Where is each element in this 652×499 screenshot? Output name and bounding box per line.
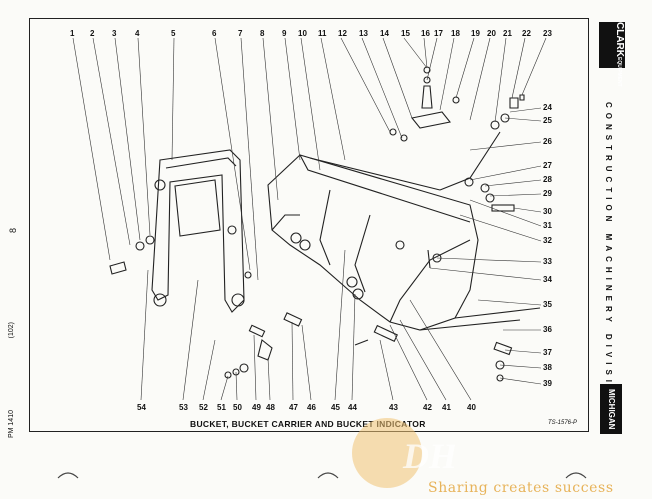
callout-15: 15 xyxy=(401,29,410,38)
callout-10: 10 xyxy=(298,29,307,38)
callout-9: 9 xyxy=(282,29,287,38)
callout-20: 20 xyxy=(487,29,496,38)
callout-16: 16 xyxy=(421,29,430,38)
callout-47: 47 xyxy=(289,403,298,412)
callout-39: 39 xyxy=(543,379,552,388)
callout-27: 27 xyxy=(543,161,552,170)
svg-text:DHI: DHI xyxy=(402,436,455,476)
callout-19: 19 xyxy=(471,29,480,38)
callout-2: 2 xyxy=(90,29,95,38)
callout-38: 38 xyxy=(543,363,552,372)
callout-30: 30 xyxy=(543,207,552,216)
callout-25: 25 xyxy=(543,116,552,125)
callout-21: 21 xyxy=(503,29,512,38)
callout-33: 33 xyxy=(543,257,552,266)
callout-24: 24 xyxy=(543,103,552,112)
callout-51: 51 xyxy=(217,403,226,412)
callout-37: 37 xyxy=(543,348,552,357)
callout-11: 11 xyxy=(318,29,327,38)
callout-44: 44 xyxy=(348,403,357,412)
callout-52: 52 xyxy=(199,403,208,412)
callout-23: 23 xyxy=(543,29,552,38)
callout-28: 28 xyxy=(543,175,552,184)
watermark-logo: DHI xyxy=(352,418,455,488)
callout-45: 45 xyxy=(331,403,340,412)
diagram-frame xyxy=(29,18,589,432)
callout-5: 5 xyxy=(171,29,176,38)
callout-50: 50 xyxy=(233,403,242,412)
callout-32: 32 xyxy=(543,236,552,245)
callout-42: 42 xyxy=(423,403,432,412)
michigan-logo: MICHIGAN xyxy=(600,384,622,434)
callout-6: 6 xyxy=(212,29,217,38)
callout-54: 54 xyxy=(137,403,146,412)
watermark-text: Sharing creates success xyxy=(428,480,614,496)
clark-logo: CLARKEQUIPMENT xyxy=(599,22,625,87)
callout-7: 7 xyxy=(238,29,243,38)
callout-26: 26 xyxy=(543,137,552,146)
callout-36: 36 xyxy=(543,325,552,334)
callout-35: 35 xyxy=(543,300,552,309)
callout-22: 22 xyxy=(522,29,531,38)
callout-46: 46 xyxy=(307,403,316,412)
callout-1: 1 xyxy=(70,29,75,38)
callout-48: 48 xyxy=(266,403,275,412)
callout-29: 29 xyxy=(543,189,552,198)
division-title: CONSTRUCTION MACHINERY DIVISION xyxy=(604,102,613,410)
callout-3: 3 xyxy=(112,29,117,38)
callout-41: 41 xyxy=(442,403,451,412)
callout-4: 4 xyxy=(135,29,140,38)
callout-43: 43 xyxy=(389,403,398,412)
callout-18: 18 xyxy=(451,29,460,38)
callout-31: 31 xyxy=(543,221,552,230)
callout-8: 8 xyxy=(260,29,265,38)
callout-34: 34 xyxy=(543,275,552,284)
diagram-caption: BUCKET, BUCKET CARRIER AND BUCKET INDICA… xyxy=(190,419,426,429)
callout-49: 49 xyxy=(252,403,261,412)
callout-40: 40 xyxy=(467,403,476,412)
callout-17: 17 xyxy=(434,29,443,38)
carrier-frame-outline xyxy=(151,149,245,313)
figure-reference: TS-1576-P xyxy=(548,420,578,426)
callout-14: 14 xyxy=(380,29,389,38)
callout-53: 53 xyxy=(179,403,188,412)
callout-13: 13 xyxy=(359,29,368,38)
callout-12: 12 xyxy=(338,29,347,38)
